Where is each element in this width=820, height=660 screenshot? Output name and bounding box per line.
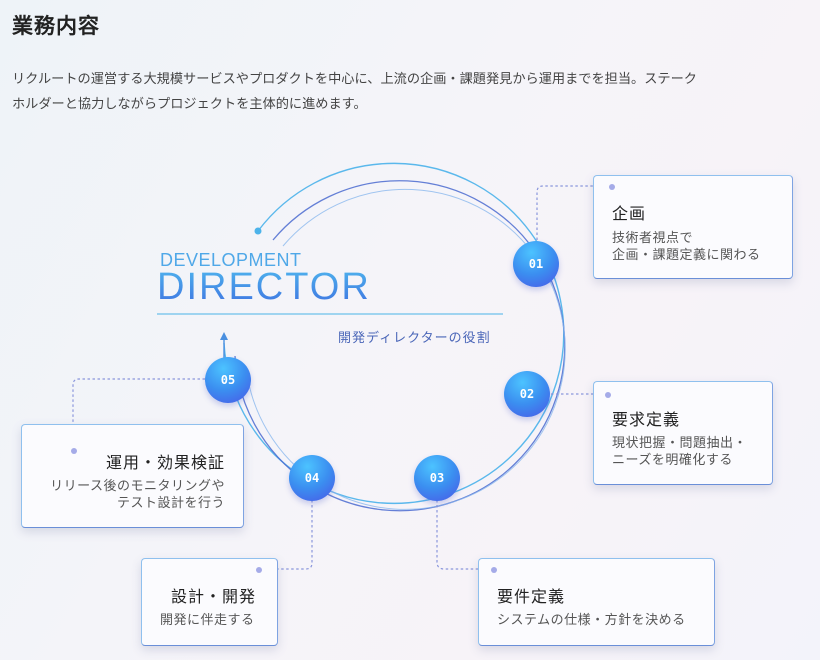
connector-dot — [491, 567, 497, 573]
connector-05 — [72, 378, 205, 450]
step-title: 要件定義 — [497, 587, 566, 606]
step-desc: 現状把握・問題抽出・ ニーズを明確化する — [612, 435, 747, 469]
cycle-arrow-head — [220, 332, 228, 340]
step-desc-line-1: 技術者視点で — [612, 231, 694, 246]
intro-text: リクルートの運営する大規模サービスやプロダクトを中心に、上流の企画・課題発見から… — [12, 67, 812, 117]
step-title: 企画 — [612, 204, 647, 223]
step-desc-line-1: システムの仕様・方針を決める — [497, 613, 686, 628]
step-desc: 開発に伴走する — [160, 612, 255, 629]
step-card-05: 運用・効果検証 リリース後のモニタリングや テスト設計を行う — [21, 424, 244, 528]
step-badge-02: 02 — [504, 371, 550, 417]
hero-subtitle: DEVELOPMENT — [160, 250, 302, 270]
step-desc-line-1: 現状把握・問題抽出・ — [612, 436, 748, 451]
step-card-01: 企画 技術者視点で 企画・課題定義に関わる — [593, 175, 793, 279]
hero-role-label: 開発ディレクターの役割 — [338, 331, 491, 346]
ring-start-dot — [254, 227, 262, 235]
step-desc-line-2: 企画・課題定義に関わる — [612, 248, 761, 263]
connector-dot — [71, 448, 77, 454]
step-title: 要求定義 — [612, 410, 681, 429]
step-card-04: 設計・開発 開発に伴走する — [141, 558, 278, 646]
step-title: 設計・開発 — [171, 587, 257, 606]
step-desc-line-2: テスト設計を行う — [116, 496, 225, 511]
connector-01 — [536, 185, 610, 240]
step-desc: リリース後のモニタリングや テスト設計を行う — [50, 478, 225, 512]
connector-dot — [605, 392, 611, 398]
step-desc-line-2: ニーズを明確化する — [612, 453, 733, 468]
hero-title: DIRECTOR — [157, 266, 371, 308]
step-desc: 技術者視点で 企画・課題定義に関わる — [612, 230, 761, 264]
connector-dot — [609, 184, 615, 190]
step-card-03: 要件定義 システムの仕様・方針を決める — [478, 558, 715, 646]
connector-03 — [436, 500, 492, 570]
step-title: 運用・効果検証 — [105, 453, 225, 472]
step-badge-05: 05 — [205, 357, 251, 403]
intro-line-2: ホルダーと協力しながらプロジェクトを主体的に進めます。 — [12, 97, 367, 112]
step-badge-01: 01 — [513, 241, 559, 287]
connector-04 — [258, 500, 313, 570]
step-card-02: 要求定義 現状把握・問題抽出・ ニーズを明確化する — [593, 381, 773, 485]
step-desc-line-1: リリース後のモニタリングや — [50, 479, 225, 494]
step-desc-line-1: 開発に伴走する — [160, 613, 255, 628]
page-title: 業務内容 — [12, 14, 100, 38]
intro-line-1: リクルートの運営する大規模サービスやプロダクトを中心に、上流の企画・課題発見から… — [12, 72, 697, 87]
connector-dot — [256, 567, 262, 573]
step-desc: システムの仕様・方針を決める — [497, 612, 686, 629]
step-badge-04: 04 — [289, 455, 335, 501]
step-badge-03: 03 — [414, 455, 460, 501]
